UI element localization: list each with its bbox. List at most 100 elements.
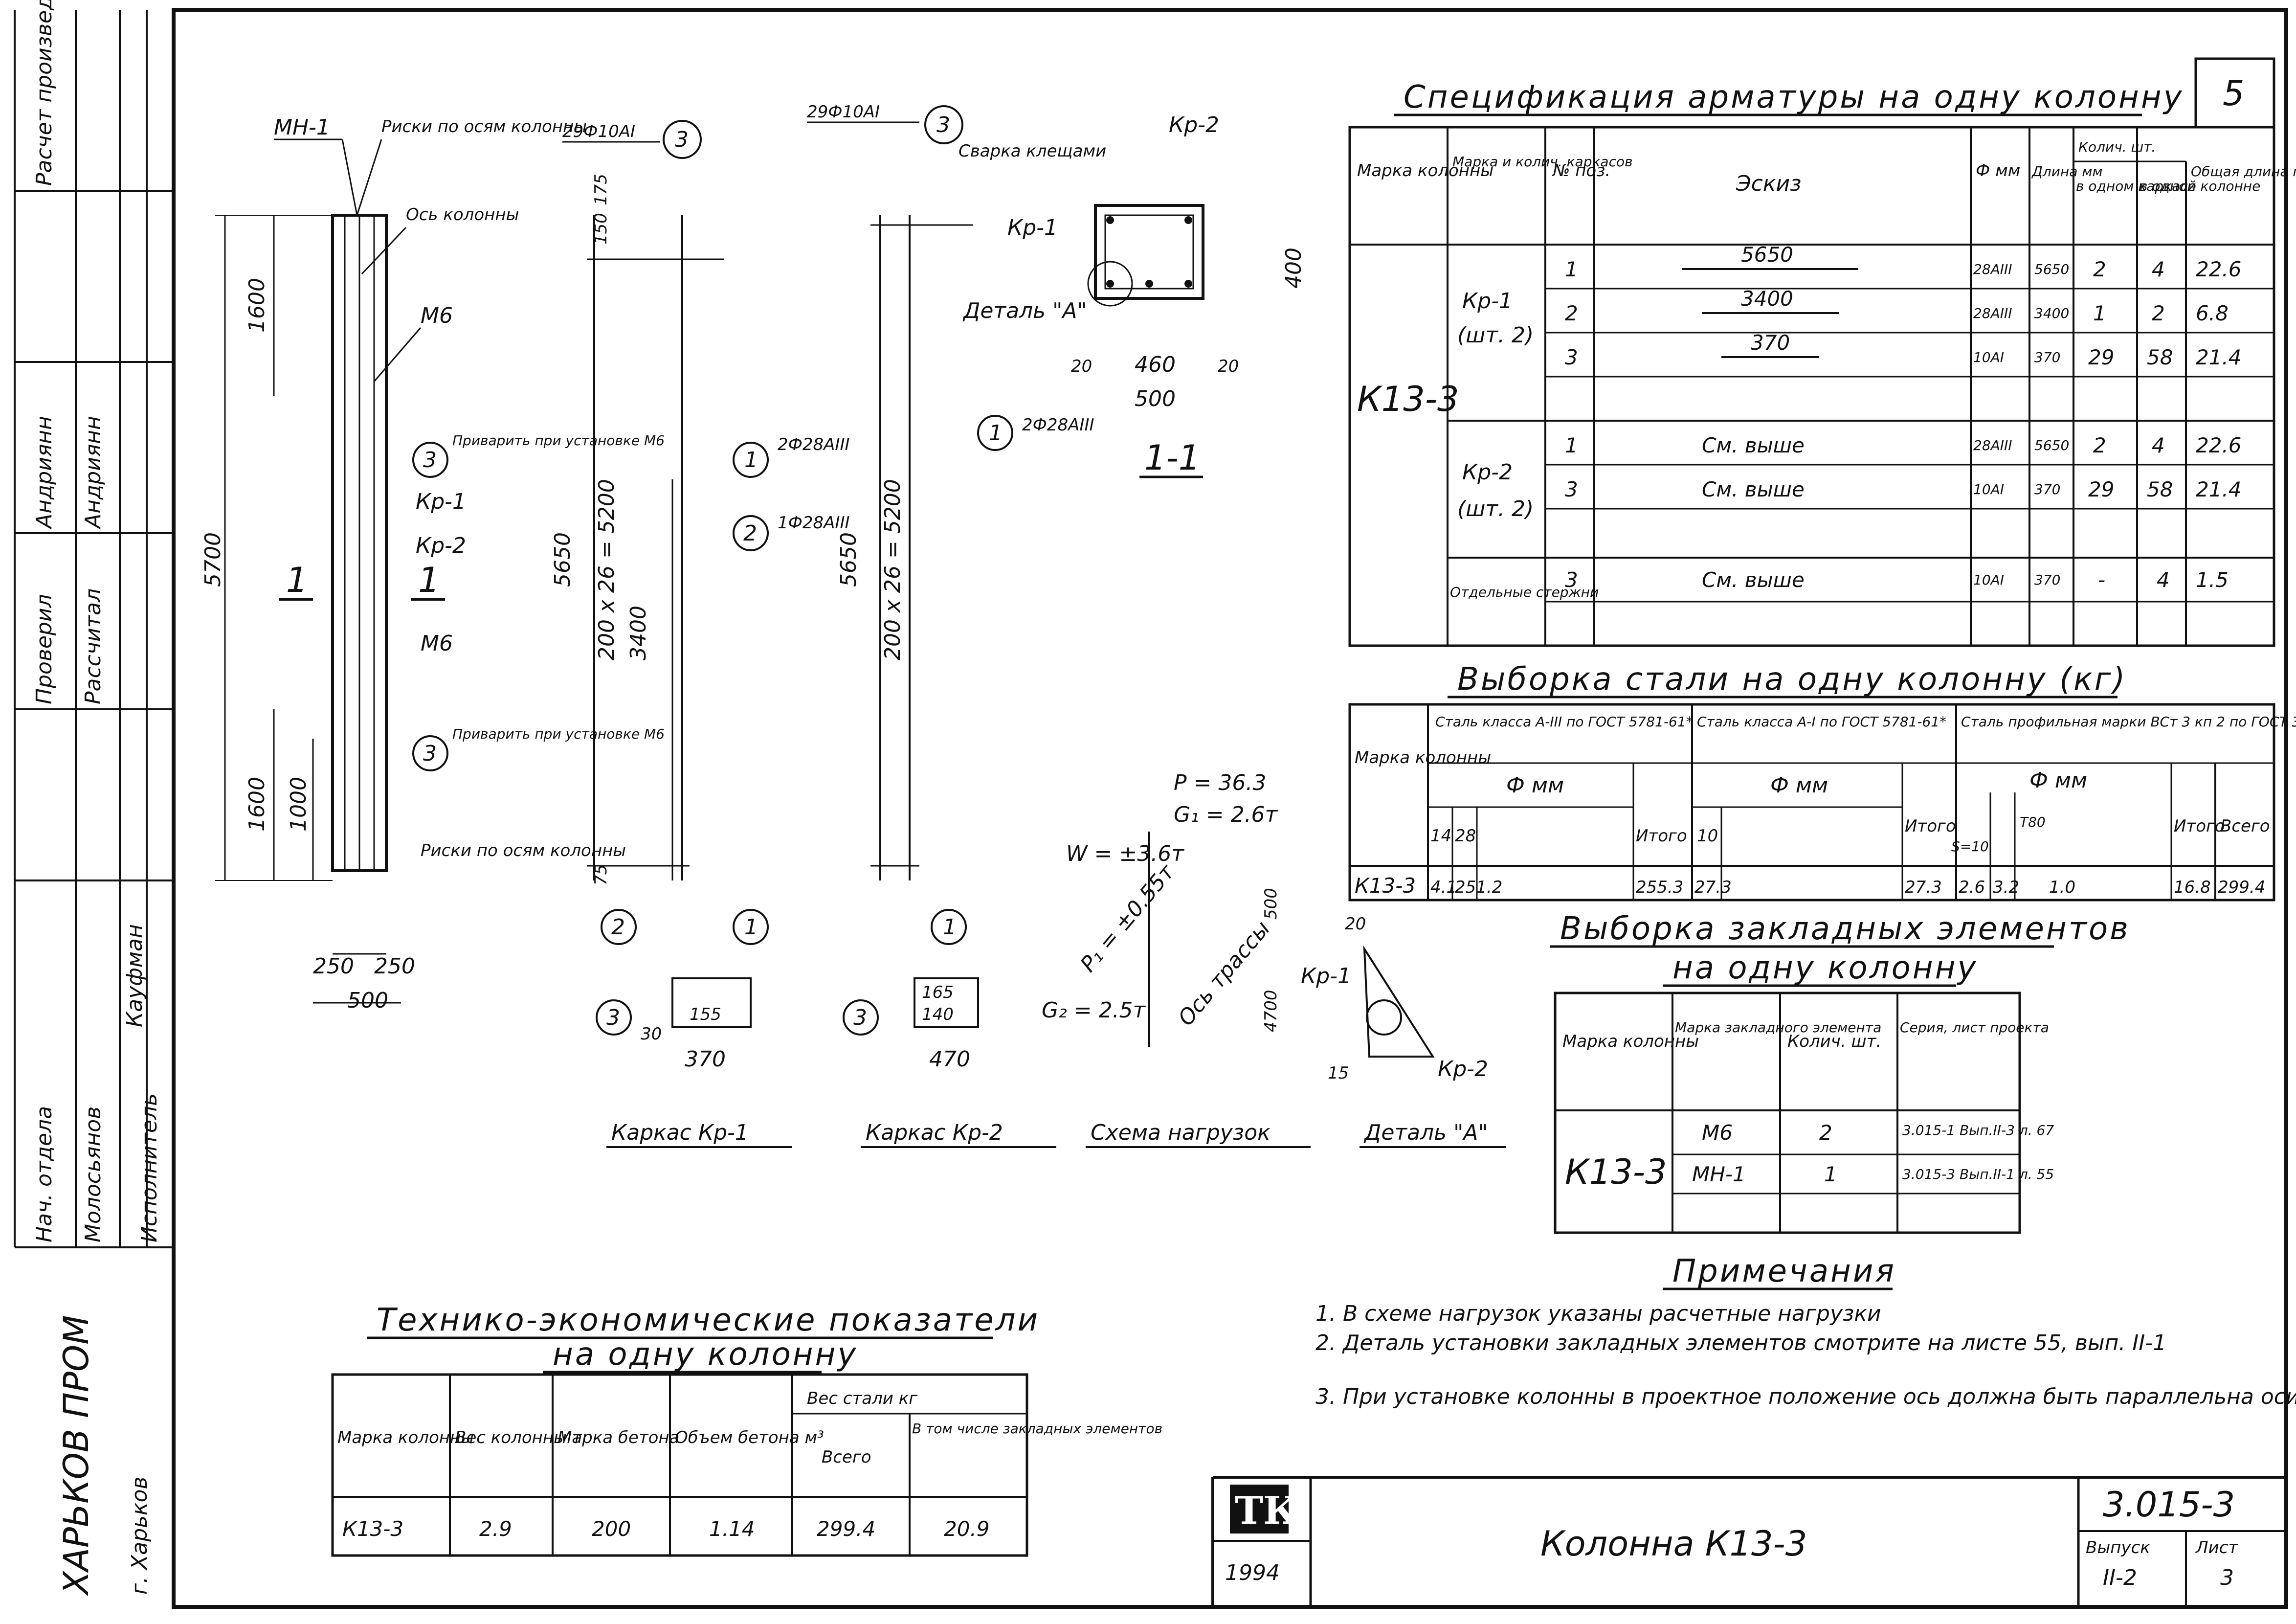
tech-h-mark: Марка колонны (337, 1428, 474, 1447)
label-m6b: М6 (421, 631, 453, 656)
kp1-marker-1 (733, 442, 769, 478)
emb-mark: К13-3 (1565, 1152, 1667, 1192)
spec-r1-incol: 4 (2152, 257, 2165, 281)
steel-title: Выборка стали на одну колонну (кг) (1457, 661, 2127, 698)
spec-r1-phi: 28АIII (1973, 261, 2012, 277)
steel-h-mark: Марка колонны (1355, 748, 1491, 767)
emb-r1-el: М6 (1702, 1121, 1733, 1145)
steel-s-s10: S=10 (1951, 838, 1989, 855)
dim-5700: 5700 (201, 532, 225, 587)
note-3: 3. При установке колонны в проектное пол… (1315, 1384, 2296, 1409)
spec-r2-total: 6.8 (2196, 301, 2229, 325)
dim-1600b: 1600 (245, 777, 269, 832)
tech-v-volume: 1.14 (709, 1517, 755, 1541)
tech-h-emb: В том числе закладных элементов (912, 1421, 1162, 1437)
spec-r5-pos: 3 (1565, 477, 1578, 501)
kp1-d155: 155 (690, 1005, 721, 1024)
kp1-marker-3 (663, 120, 702, 159)
marker-3-b (412, 735, 448, 771)
steel-v-s10: 2.6 (1959, 878, 1985, 897)
steel-h-a3: Сталь класса А-III по ГОСТ 5781-61* (1435, 714, 1693, 730)
svg-text:1: 1 (989, 421, 1003, 446)
svg-text:1: 1 (744, 448, 758, 473)
section-1-1: Кр-2 Кр-1 Деталь "А" 400 460 20 20 500 1… (962, 113, 1306, 478)
spec-frame1-name: Кр-1 (1462, 289, 1513, 314)
kp1-d370: 370 (685, 1047, 726, 1072)
spec-r5-sketch: См. выше (1702, 477, 1805, 501)
emb-h-el: Марка закладного элемента (1675, 1019, 1881, 1036)
kp1-d30: 30 (641, 1024, 662, 1044)
svg-text:1: 1 (943, 915, 957, 940)
kp2-dim-200x26: 200 x 26 = 5200 (880, 479, 905, 660)
kp2-d165: 165 (922, 983, 954, 1002)
section-mark-left: 1 (286, 560, 308, 600)
spec-r5-total: 21.4 (2196, 477, 2242, 501)
stamp-name: Колонна К13-3 (1540, 1524, 1807, 1564)
side-role-exec: Исполнитель (137, 1093, 162, 1242)
sec-label: 1-1 (1144, 438, 1200, 478)
spec-r3-inframe: 29 (2088, 345, 2114, 369)
side-role-b: Андриянн (81, 416, 106, 530)
kp2-top-label: 29Ф10АI (807, 102, 880, 122)
sec-detA: Деталь "А" (962, 298, 1087, 323)
det-kp1: Кр-1 (1301, 964, 1351, 989)
det-d20: 20 (1345, 914, 1366, 934)
note-1: 1. В схеме нагрузок указаны расчетные на… (1315, 1301, 1881, 1326)
kp1-dim-5650: 5650 (550, 532, 575, 587)
kp1-dim-3400: 3400 (626, 606, 651, 660)
spec-r2-sketch: 3400 (1741, 287, 1793, 311)
steel-s-all: Всего (2220, 816, 2270, 836)
spec-r3-len: 370 (2034, 349, 2060, 365)
spec-frame2-name: Кр-2 (1462, 460, 1513, 485)
spec-r1-pos: 1 (1565, 257, 1578, 281)
load-scheme: P = 36.3 G₁ = 2.6т W = ±3.6т P₁ = ±0.55т… (1042, 770, 1311, 1148)
spec-r4-pos: 1 (1565, 433, 1578, 457)
spec-r6-phi: 10АI (1973, 572, 2004, 588)
steel-s-total1: Итого (1636, 826, 1687, 846)
spec-h-inframe: в одном каркасе (2076, 178, 2196, 194)
emb-r2-el: МН-1 (1692, 1162, 1746, 1186)
svg-text:3: 3 (936, 113, 950, 137)
kp1-r1: 2Ф28АIII (778, 435, 850, 454)
label-mh1: МН-1 (274, 115, 330, 140)
emb-title1: Выборка закладных элементов (1560, 911, 2130, 947)
steel-v-b: 1.0 (2049, 878, 2075, 897)
spec-r4-incol: 4 (2152, 433, 2165, 457)
tech-v-mark: К13-3 (342, 1517, 403, 1541)
dim-250b: 250 (374, 954, 415, 979)
sec-kp1: Кр-1 (1007, 215, 1058, 240)
label-weld2: Приварить при установке М6 (452, 726, 665, 742)
svg-text:2: 2 (611, 915, 625, 940)
spec-r6-incol: 4 (2157, 568, 2170, 592)
label-risk2: Риски по осям колонны (421, 841, 626, 860)
tech-v-emb: 20.9 (944, 1517, 990, 1541)
stamp-list: 3 (2220, 1565, 2234, 1590)
steel-s-t80: Т80 (2020, 814, 2046, 830)
load-title: Схема нагрузок (1091, 1120, 1271, 1145)
emb-r2-series: 3.015-3 Вып.II-1 л. 55 (1902, 1166, 2054, 1182)
side-person-a: Молосьянов (81, 1106, 106, 1242)
emb-r1-qty: 2 (1819, 1121, 1832, 1145)
title-block: ТК 1994 Колонна К13-3 3.015-3 Выпуск II-… (1211, 1476, 2286, 1607)
steel-v-28: 251.2 (1455, 878, 1502, 897)
steel-v-10: 27.3 (1694, 878, 1732, 897)
kp2-weld: Сварка клещами (959, 141, 1106, 161)
dim-250a: 250 (313, 954, 354, 979)
sheet-number: 5 (2223, 73, 2245, 113)
tech-title2: на одну колонну (553, 1336, 858, 1373)
side-role-calc: Расчет произведен в ЭНИТРе (32, 0, 57, 186)
tech-h-volume: Объем бетона м³ (675, 1428, 824, 1447)
steel-s-28: 28 (1455, 826, 1476, 846)
spec-r2-incol: 2 (2152, 301, 2165, 325)
kp1-dim-175: 175 (591, 174, 611, 205)
load-p: P = 36.3 (1174, 770, 1266, 795)
steel-phi-a: Ф мм (1506, 773, 1564, 798)
svg-text:3: 3 (606, 1005, 620, 1030)
sec-d400: 400 (1281, 248, 1306, 289)
label-axis: Ось колонны (406, 205, 519, 225)
svg-text:3: 3 (853, 1005, 867, 1030)
load-g2: G₂ = 2.5т (1042, 998, 1146, 1023)
label-weld1: Приварить при установке М6 (452, 432, 665, 449)
side-role-head: Нач. отдела (32, 1106, 57, 1242)
spec-frame3-name: Отдельные стержни (1450, 584, 1599, 600)
